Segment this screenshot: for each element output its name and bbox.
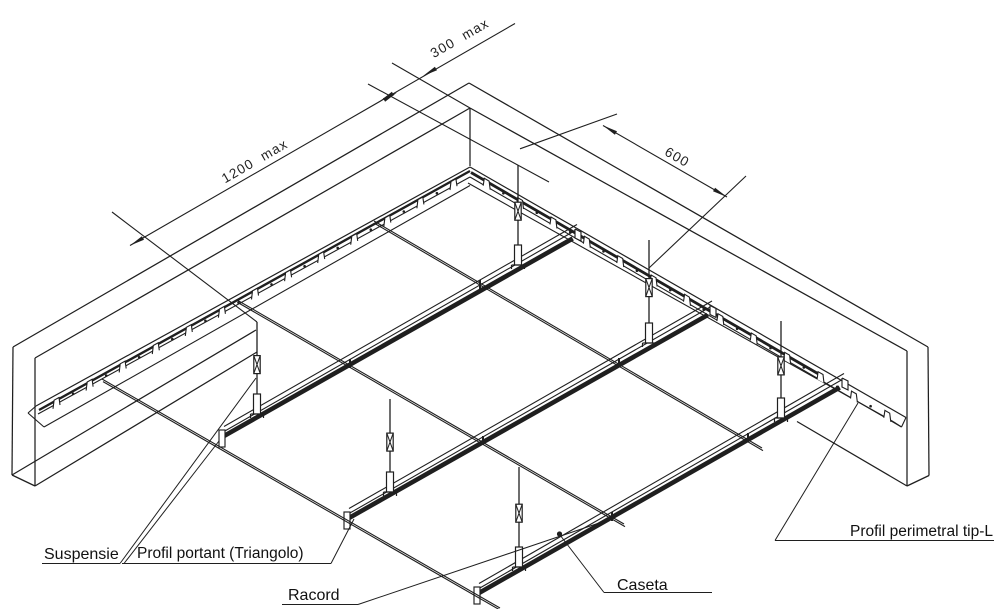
svg-text:Profil perimetral tip-L: Profil perimetral tip-L [850,523,993,540]
svg-text:Suspensie: Suspensie [44,546,119,563]
svg-text:Profil portant (Triangolo): Profil portant (Triangolo) [137,545,304,562]
svg-text:Caseta: Caseta [617,577,668,594]
svg-text:Racord: Racord [288,587,340,604]
